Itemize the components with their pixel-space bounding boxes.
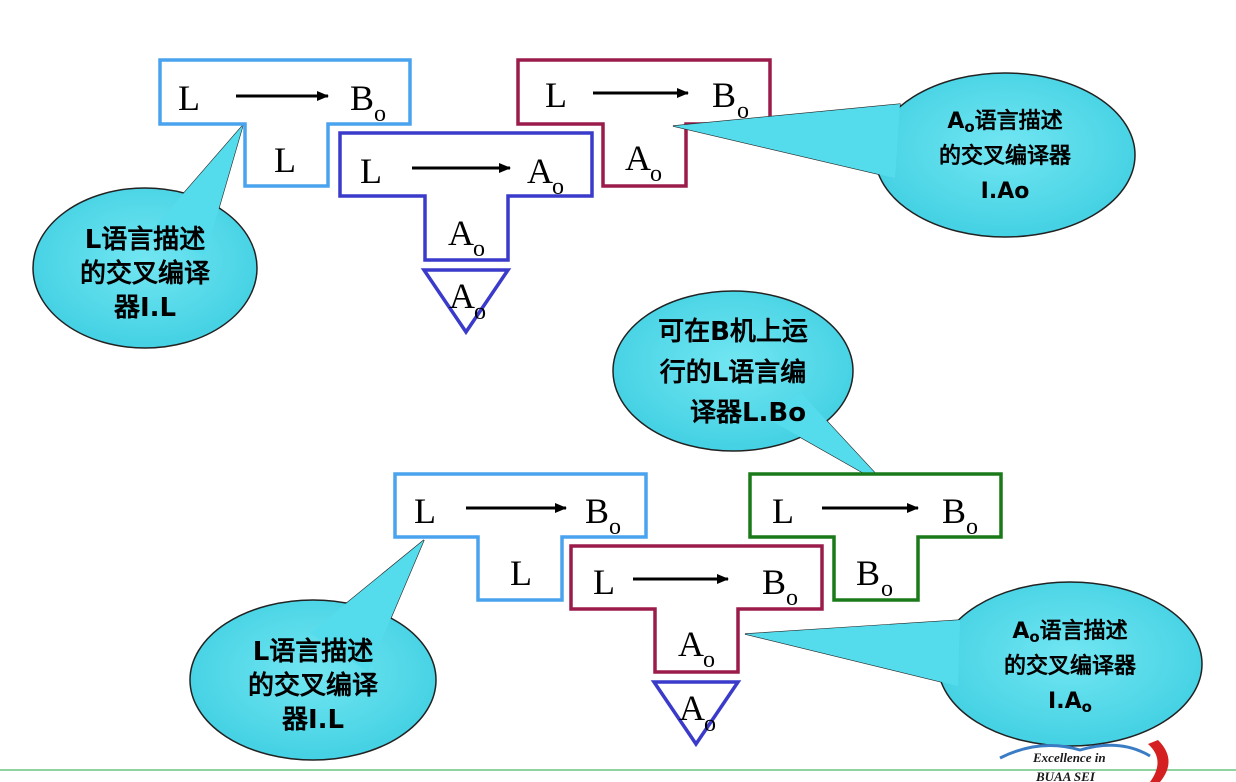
- callout-text-line3: I.Ao: [981, 179, 1030, 204]
- logo-swoosh-red: [1148, 740, 1169, 782]
- t-shape: [393, 472, 648, 602]
- t-target-label: B: [350, 78, 374, 118]
- t-source-label: L: [593, 562, 615, 602]
- footer-logo: Excellence in BUAA SEI: [999, 740, 1169, 782]
- logo-swoosh-blue: [999, 743, 1151, 760]
- callout-text-line1: L语言描述: [85, 225, 206, 255]
- machine-sub: o: [474, 299, 486, 325]
- t-target-sub: o: [966, 514, 978, 540]
- t-impl-sub: o: [650, 161, 662, 187]
- t-target-label: B: [712, 75, 736, 115]
- callout-text-line3: 器I.L: [281, 705, 344, 735]
- t-source-label: L: [414, 491, 436, 531]
- t-impl-sub: o: [703, 647, 715, 673]
- t-source-label: L: [360, 151, 382, 191]
- t-target-sub: o: [737, 98, 749, 124]
- t-source-label: L: [545, 75, 567, 115]
- machine-label: A: [679, 688, 705, 728]
- callout-right-2: Ao语言描述 的交叉编译器 I.Ao: [744, 581, 1203, 747]
- t-diagram-l-to-ao-in-ao: L A o A o: [338, 131, 594, 262]
- callout-text-line2: 的交叉编译器: [939, 143, 1072, 169]
- callout-text-line2: 的交叉编译: [80, 258, 211, 289]
- t-target-sub: o: [609, 514, 621, 540]
- callout-text-line1: L语言描述: [253, 637, 374, 667]
- t-diagram-l-to-bo-in-ao-2: L B o A o: [569, 544, 824, 674]
- t-source-label: L: [178, 78, 200, 118]
- t-target-label: B: [942, 491, 966, 531]
- callout-text-line3: 器I.L: [113, 293, 176, 323]
- callout-right-1: Ao语言描述 的交叉编译器 I.Ao: [672, 72, 1136, 238]
- t-diagram-l-to-bo-in-l-2: L B o L: [393, 472, 648, 602]
- machine-ao-2: A o: [650, 680, 742, 748]
- t-target-sub: o: [552, 174, 564, 200]
- t-shape: [158, 58, 412, 188]
- t-shape: [516, 58, 772, 188]
- callout-text-line2: 的交叉编译器: [1004, 653, 1137, 679]
- t-diagram-l-to-bo-in-bo: L B o B o: [748, 472, 1003, 602]
- t-impl-label: L: [274, 140, 296, 180]
- callout-text-line1: Ao语言描述: [1012, 618, 1127, 646]
- callout-top-2: 可在B机上运 行的L语言编 译器L.Bo: [612, 290, 889, 488]
- t-shape: [338, 131, 594, 262]
- t-impl-sub: o: [473, 236, 485, 262]
- t-impl-label: A: [448, 213, 474, 253]
- callout-text-line3: 译器L.Bo: [690, 398, 806, 428]
- logo-text-line1: Excellence in: [1032, 750, 1106, 765]
- callout-left-2: L语言描述 的交叉编译 器I.L: [189, 539, 437, 761]
- diagram-2: 可在B机上运 行的L语言编 译器L.Bo L语言描述 的交叉编译 器I.L L …: [189, 290, 1203, 761]
- t-target-sub: o: [786, 585, 798, 611]
- t-impl-label: A: [678, 624, 704, 664]
- t-target-label: B: [762, 562, 786, 602]
- callout-text-line1: 可在B机上运: [658, 317, 808, 347]
- t-diagram-l-to-bo-in-ao: L B o A o: [516, 58, 772, 188]
- t-impl-label: A: [625, 138, 651, 178]
- logo-text-line2: BUAA SEI: [1035, 769, 1096, 782]
- diagram-1: L语言描述 的交叉编译 器I.L L B o L L A o A o A o: [32, 58, 1136, 349]
- callout-text-line1: Ao语言描述: [947, 108, 1062, 136]
- t-target-label: B: [585, 491, 609, 531]
- t-target-label: A: [527, 151, 553, 191]
- t-shape: [748, 472, 1003, 602]
- callout-text-line2: 的交叉编译: [248, 670, 379, 701]
- t-impl-sub: o: [881, 576, 893, 602]
- t-target-sub: o: [374, 101, 386, 127]
- machine-label: A: [449, 276, 475, 316]
- callout-text-line2: 行的L语言编: [659, 357, 807, 388]
- machine-triangle: [420, 268, 512, 336]
- machine-ao-1: A o: [420, 268, 512, 336]
- t-diagram-l-to-bo-in-l: L B o L: [158, 58, 412, 188]
- t-impl-label: B: [856, 553, 880, 593]
- callout-left-1: L语言描述 的交叉编译 器I.L: [32, 124, 258, 349]
- machine-sub: o: [704, 711, 716, 737]
- t-impl-label: L: [510, 553, 532, 593]
- machine-triangle: [650, 680, 742, 748]
- t-source-label: L: [772, 491, 794, 531]
- callout-text-line3: I.Ao: [1048, 689, 1092, 716]
